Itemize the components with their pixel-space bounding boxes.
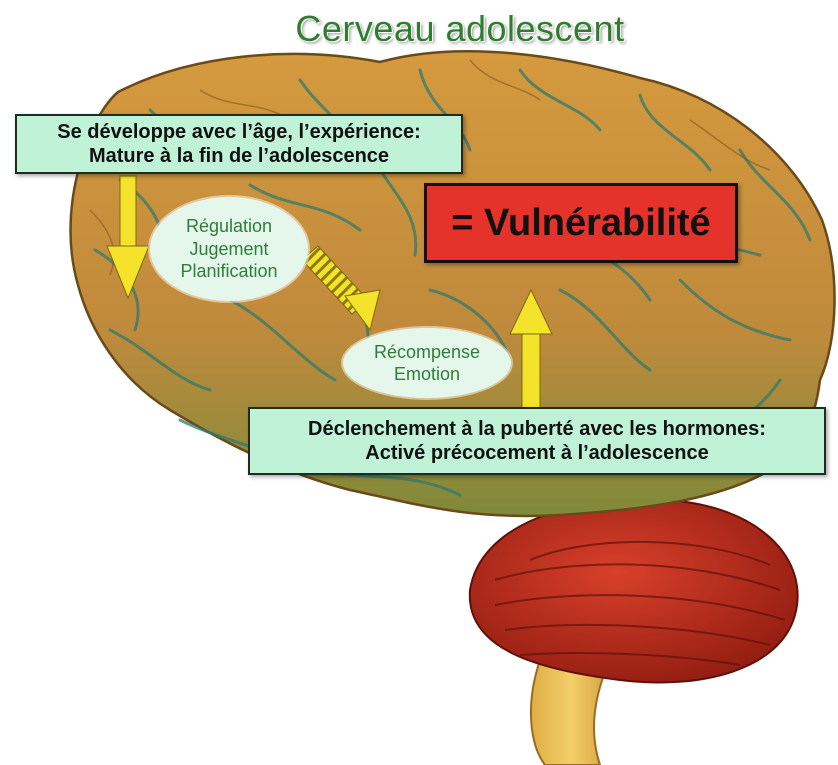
reward-item: Récompense [374, 341, 480, 364]
development-line-1: Se développe avec l’âge, l’expérience: [17, 120, 461, 144]
judgement-item: Jugement [189, 238, 268, 261]
diagram-title: Cerveau adolescent [250, 8, 670, 50]
regulation-oval: Régulation Jugement Planification [150, 197, 308, 301]
development-line-2: Mature à la fin de l’adolescence [17, 144, 461, 168]
puberty-label-box: Déclenchement à la puberté avec les horm… [248, 407, 826, 475]
development-label-box: Se développe avec l’âge, l’expérience: M… [15, 114, 463, 174]
puberty-line-1: Déclenchement à la puberté avec les horm… [250, 417, 824, 441]
regulation-item: Régulation [186, 215, 272, 238]
puberty-line-2: Activé précocement à l’adolescence [250, 441, 824, 465]
planning-item: Planification [180, 260, 277, 283]
reward-oval: Récompense Emotion [343, 328, 511, 398]
vulnerability-box: = Vulnérabilité [424, 183, 738, 263]
emotion-item: Emotion [394, 363, 460, 386]
